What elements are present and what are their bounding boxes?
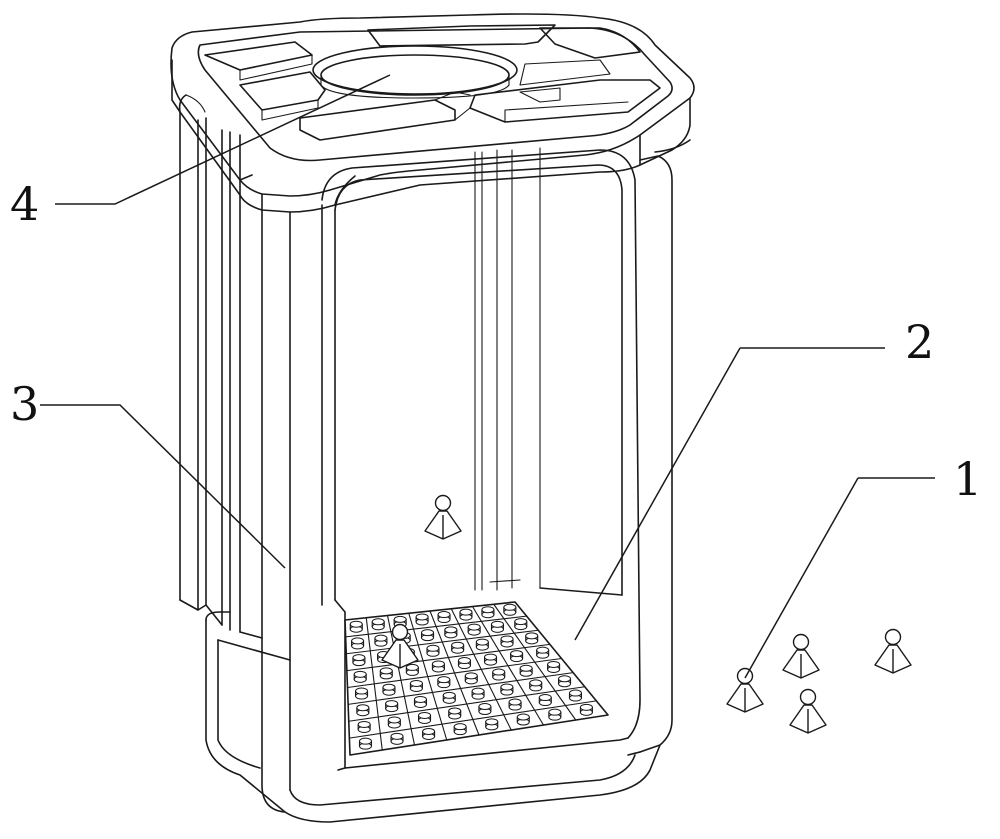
leader-3 <box>40 404 286 569</box>
grid-knob <box>538 694 552 707</box>
grid-knob <box>420 629 435 642</box>
grid-knob <box>579 703 593 716</box>
callout-3: 3 <box>10 377 39 431</box>
grid-knob <box>510 650 524 663</box>
grid-knob <box>417 711 432 724</box>
grid-knob <box>475 638 489 651</box>
grid-knob <box>457 657 472 670</box>
grid-knob <box>448 707 462 720</box>
grid-knob <box>409 679 423 692</box>
grid-knob <box>500 683 514 696</box>
grid-knob <box>358 737 373 750</box>
grid-line <box>471 605 545 726</box>
grid-knob <box>464 672 478 685</box>
grid-knob <box>371 618 385 631</box>
grid-knob <box>349 620 363 633</box>
grid-knob <box>508 698 522 711</box>
grid-knob <box>413 695 428 708</box>
grid-knob <box>568 689 583 702</box>
grid-knob <box>467 623 481 636</box>
base <box>205 587 661 823</box>
grid-line <box>493 603 577 721</box>
grid-knob <box>422 727 436 740</box>
grid-knob <box>426 644 440 657</box>
shuttlecock <box>789 688 827 734</box>
leader-lines <box>40 74 935 679</box>
grid-knob <box>483 653 498 666</box>
callout-1: 1 <box>953 452 982 506</box>
grid-knob <box>514 618 528 631</box>
grid-knob <box>353 670 367 683</box>
grid-line <box>346 657 563 689</box>
grid-knob <box>529 679 543 692</box>
grid-line <box>347 672 574 705</box>
grid-knob <box>492 668 506 681</box>
grid-knob <box>415 613 429 626</box>
grid-knob <box>503 603 517 616</box>
leader-4 <box>55 74 391 205</box>
grid-line <box>450 608 512 731</box>
grid-knob <box>478 703 492 716</box>
grid-line <box>348 700 597 739</box>
grid-knob <box>351 637 365 650</box>
grid-knob <box>442 691 456 704</box>
shuttlecock <box>782 633 820 679</box>
front-opening <box>321 147 641 739</box>
grid-line <box>348 686 586 722</box>
grid-knob <box>453 723 467 736</box>
grid-knob <box>557 675 572 688</box>
grid-knob <box>471 687 485 700</box>
top-frame <box>170 13 695 213</box>
grid-knob <box>547 660 561 673</box>
grid-knob <box>451 641 465 654</box>
grid-knob <box>387 716 401 729</box>
shuttlecock <box>874 628 912 674</box>
grid-knob <box>356 704 370 717</box>
shuttlecock <box>424 494 462 540</box>
grid-knob <box>379 667 393 680</box>
grid-lines <box>345 603 597 751</box>
grid-knob <box>437 676 451 689</box>
grid-knob <box>500 635 514 648</box>
grid-knob <box>536 646 550 659</box>
grid-knob <box>382 683 396 696</box>
grid-plate <box>344 601 609 756</box>
shuttlecock <box>726 667 764 713</box>
left-side-wall <box>178 94 263 639</box>
front-right-column <box>627 139 691 756</box>
callout-labels: 4 3 2 1 <box>10 177 982 506</box>
grid-knob <box>352 654 366 667</box>
grid-knob <box>459 608 473 621</box>
grid-knob <box>385 700 399 713</box>
grid-knob <box>490 620 505 633</box>
grid-knob <box>525 632 539 645</box>
shuttlecock <box>381 623 419 669</box>
grid-knob <box>444 626 458 639</box>
grid-knob <box>431 660 445 673</box>
front-left-column <box>261 175 356 813</box>
callout-4: 4 <box>10 177 39 231</box>
callout-2: 2 <box>905 315 934 369</box>
grid-knob <box>354 687 369 700</box>
grid-knob <box>485 718 499 731</box>
grid-knob <box>374 634 388 647</box>
grid-knobs <box>349 603 593 750</box>
grid-knob <box>548 708 562 721</box>
grid-knob <box>516 713 530 726</box>
leader-1 <box>744 477 935 679</box>
leader-2 <box>574 347 885 641</box>
grid-knob <box>390 732 404 745</box>
shuttlecocks <box>381 494 912 734</box>
grid-knob <box>357 720 371 733</box>
grid-knob <box>519 664 533 677</box>
grid-knob <box>437 611 451 624</box>
grid-knob <box>405 663 419 676</box>
grid-knob <box>481 606 495 619</box>
